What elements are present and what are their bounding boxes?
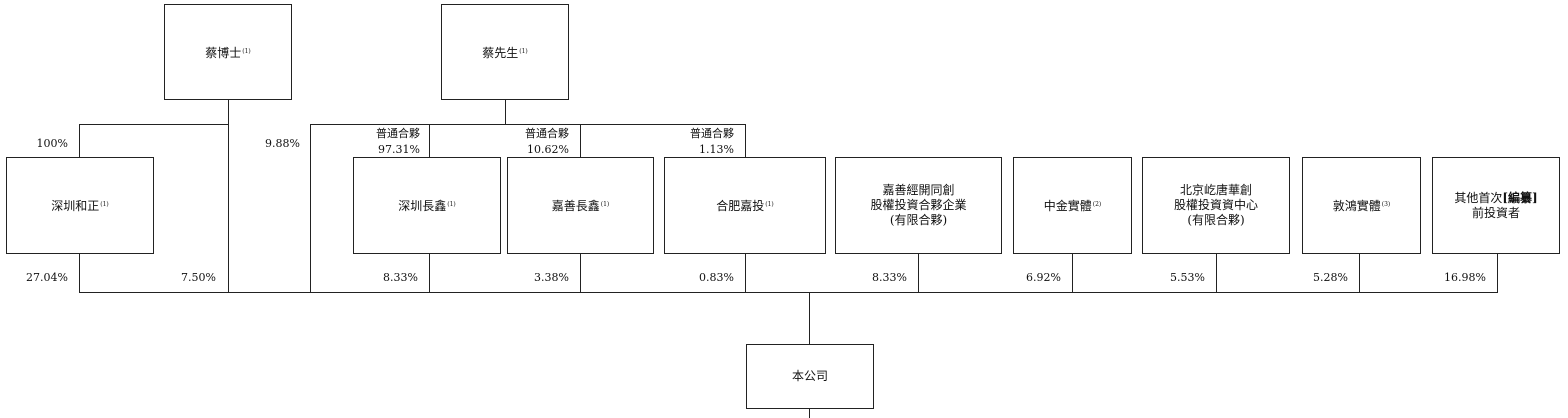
entity-beijing-center-line3: (有限合夥) [1187, 213, 1245, 227]
entity-jiashan-fund-line3: (有限合夥) [889, 213, 948, 227]
entity-company: 本公司 [746, 344, 874, 409]
entity-other-investors: 其他首次[編纂] 前投資者 [1432, 157, 1560, 254]
connector-other-down [1497, 253, 1498, 293]
connector-dunhong-down [1359, 253, 1360, 293]
entity-shenzhen-hezheng-name: 深圳和正 [51, 199, 100, 213]
footnote-marker: (1) [519, 47, 528, 55]
pct-shenzhen-changxin: 8.33% [383, 271, 418, 284]
footnote-marker: (1) [242, 47, 251, 55]
connector-company-down [809, 408, 810, 418]
connector-jsfund-down [918, 253, 919, 293]
pct-hezheng-by-drcai: 100% [36, 137, 68, 150]
entity-company-name: 本公司 [791, 369, 828, 383]
entity-beijing-center-line1: 北京屹唐華創 [1179, 183, 1252, 197]
pct-dunhong: 5.28% [1313, 271, 1348, 284]
pct-cicc: 6.92% [1026, 271, 1061, 284]
connector-drcai-down [228, 100, 229, 293]
entity-dunhong-name: 敦鴻實體 [1332, 199, 1381, 213]
pct-drcai-to-company: 7.50% [181, 271, 216, 284]
footnote-marker: (1) [100, 201, 109, 208]
entity-jiashan-changxin: 嘉善長鑫(1) [507, 157, 654, 254]
entity-cicc: 中金實體(2) [1013, 157, 1132, 254]
connector-company-up [809, 292, 810, 344]
entity-shenzhen-hezheng: 深圳和正(1) [6, 157, 154, 254]
footnote-marker: (1) [447, 201, 456, 208]
connector-drcai-hezheng-h [79, 124, 229, 125]
connector-hezheng-up [79, 124, 80, 158]
footnote-marker: (2) [1092, 201, 1102, 208]
gp-pct-jiashan: 10.62% [527, 143, 569, 156]
entity-hefei-jiatou-name: 合肥嘉投 [716, 199, 765, 213]
entity-other-line2: 前投資者 [1471, 205, 1520, 220]
entity-jiashan-fund-line2: 股權投資合夥企業 [870, 198, 967, 212]
entity-dr-cai-name: 蔡博士 [205, 45, 242, 60]
entity-jiashan-fund-line1: 嘉善經開同創 [882, 183, 955, 197]
connector-mrcai-down [505, 100, 506, 125]
entity-shenzhen-changxin-name: 深圳長鑫 [398, 199, 447, 213]
gp-pct-shenzhen: 97.31% [378, 143, 420, 156]
entity-other-line1b: [編纂] [1502, 190, 1538, 205]
connector-hezheng-down [79, 253, 80, 293]
footnote-marker: (1) [600, 201, 610, 208]
gp-pct-hefei: 1.13% [699, 143, 734, 156]
connector-sz-changxin-down [429, 253, 430, 293]
gp-title-shenzhen: 普通合夥 [376, 127, 420, 140]
connector-gp-shenzhen [429, 124, 430, 158]
connector-js-changxin-down [580, 253, 581, 293]
footnote-marker: (1) [765, 201, 774, 208]
gp-title-hefei: 普通合夥 [690, 127, 734, 140]
entity-jiashan-fund: 嘉善經開同創 股權投資合夥企業 (有限合夥) [835, 157, 1002, 254]
connector-beijing-down [1216, 253, 1217, 293]
pct-jiashan-fund: 8.33% [872, 271, 907, 284]
entity-beijing-center: 北京屹唐華創 股權投資資中心 (有限合夥) [1142, 157, 1290, 254]
pct-hezheng-to-company: 27.04% [26, 271, 68, 284]
gp-title-jiashan: 普通合夥 [525, 127, 569, 140]
connector-bottom-bus [79, 292, 1498, 293]
connector-cicc-down [1072, 253, 1073, 293]
pct-jiashan-changxin: 3.38% [534, 271, 569, 284]
pct-beijing-center: 5.53% [1170, 271, 1205, 284]
entity-cicc-name: 中金實體 [1043, 199, 1092, 213]
connector-gp-hefei [745, 124, 746, 158]
connector-mrcai-direct [310, 124, 311, 293]
entity-mr-cai: 蔡先生(1) [441, 4, 569, 100]
pct-hefei-jiatou: 0.83% [699, 271, 734, 284]
entity-dr-cai: 蔡博士(1) [164, 4, 292, 100]
connector-mrcai-h [310, 124, 746, 125]
pct-other: 16.98% [1444, 271, 1486, 284]
footnote-marker: (3) [1381, 201, 1391, 208]
entity-shenzhen-changxin: 深圳長鑫(1) [353, 157, 501, 254]
connector-hefei-down [745, 253, 746, 293]
entity-mr-cai-name: 蔡先生 [482, 45, 519, 60]
entity-hefei-jiatou: 合肥嘉投(1) [664, 157, 826, 254]
entity-dunhong: 敦鴻實體(3) [1302, 157, 1421, 254]
entity-beijing-center-line2: 股權投資資中心 [1173, 198, 1258, 212]
entity-other-line1a: 其他首次 [1454, 190, 1503, 205]
entity-jiashan-changxin-name: 嘉善長鑫 [551, 199, 600, 213]
connector-gp-jiashan [580, 124, 581, 158]
pct-mrcai-direct: 9.88% [265, 137, 300, 150]
